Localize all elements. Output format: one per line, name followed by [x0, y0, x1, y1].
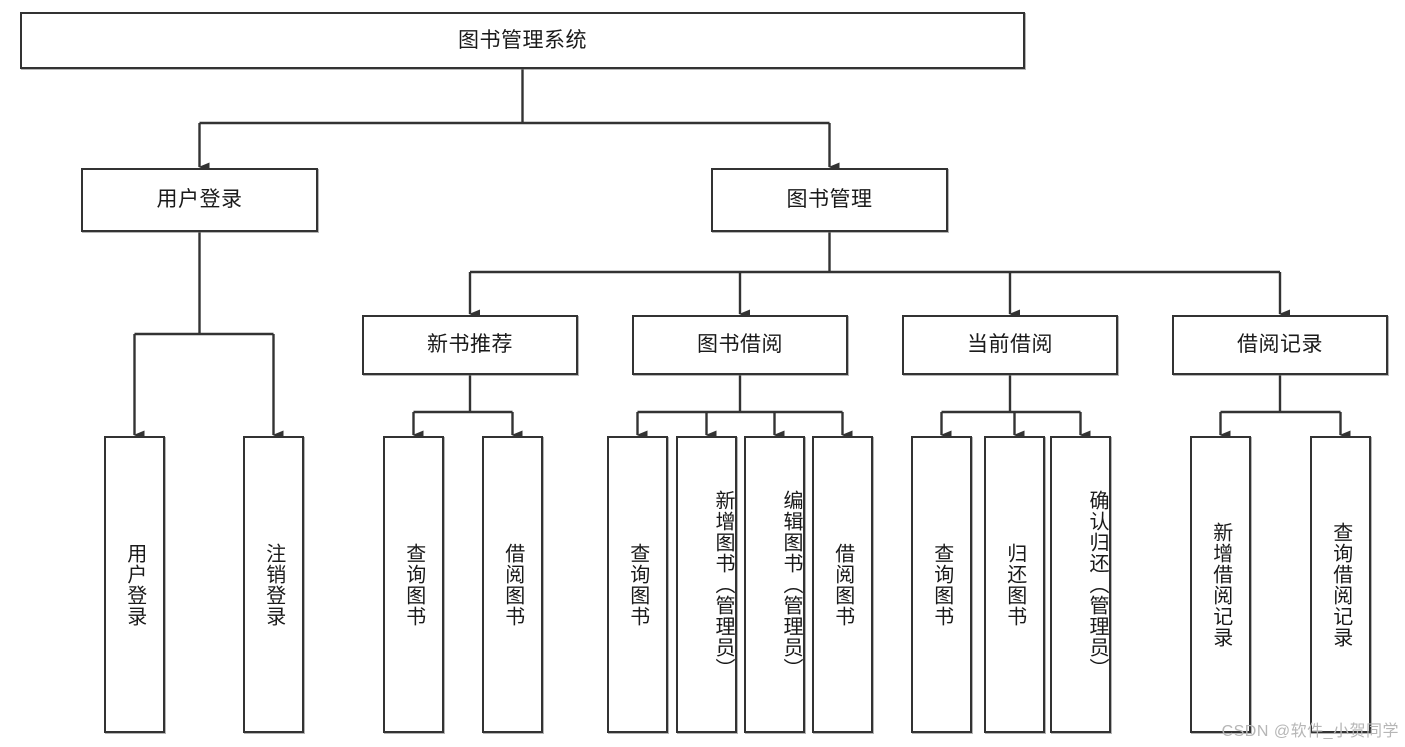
leaf-user-login[interactable]: 用户登录 [104, 436, 165, 733]
leaf-logout[interactable]: 注销登录 [243, 436, 304, 733]
leaf-query-borrow-record[interactable]: 查询借阅记录 [1310, 436, 1371, 733]
leaf-query-book-current[interactable]: 查询图书 [911, 436, 972, 733]
leaf-return-book[interactable]: 归还图书 [984, 436, 1045, 733]
node-user-login[interactable]: 用户登录 [81, 168, 318, 232]
leaf-query-book-recommend[interactable]: 查询图书 [383, 436, 444, 733]
leaf-query-book-borrow[interactable]: 查询图书 [607, 436, 668, 733]
node-book-borrow[interactable]: 图书借阅 [632, 315, 848, 375]
leaf-borrow-book-recommend[interactable]: 借阅图书 [482, 436, 543, 733]
leaf-borrow-book[interactable]: 借阅图书 [812, 436, 873, 733]
leaf-confirm-return-admin[interactable]: 确认归还（管理员） [1050, 436, 1111, 733]
node-borrow-record[interactable]: 借阅记录 [1172, 315, 1388, 375]
node-book-management[interactable]: 图书管理 [711, 168, 948, 232]
leaf-add-book-admin[interactable]: 新增图书（管理员） [676, 436, 737, 733]
leaf-edit-book-admin[interactable]: 编辑图书（管理员） [744, 436, 805, 733]
leaf-add-borrow-record[interactable]: 新增借阅记录 [1190, 436, 1251, 733]
node-root[interactable]: 图书管理系统 [20, 12, 1025, 69]
node-new-book-recommend[interactable]: 新书推荐 [362, 315, 578, 375]
node-current-borrow[interactable]: 当前借阅 [902, 315, 1118, 375]
watermark-label: CSDN @软件_小贺同学 [1221, 723, 1399, 740]
